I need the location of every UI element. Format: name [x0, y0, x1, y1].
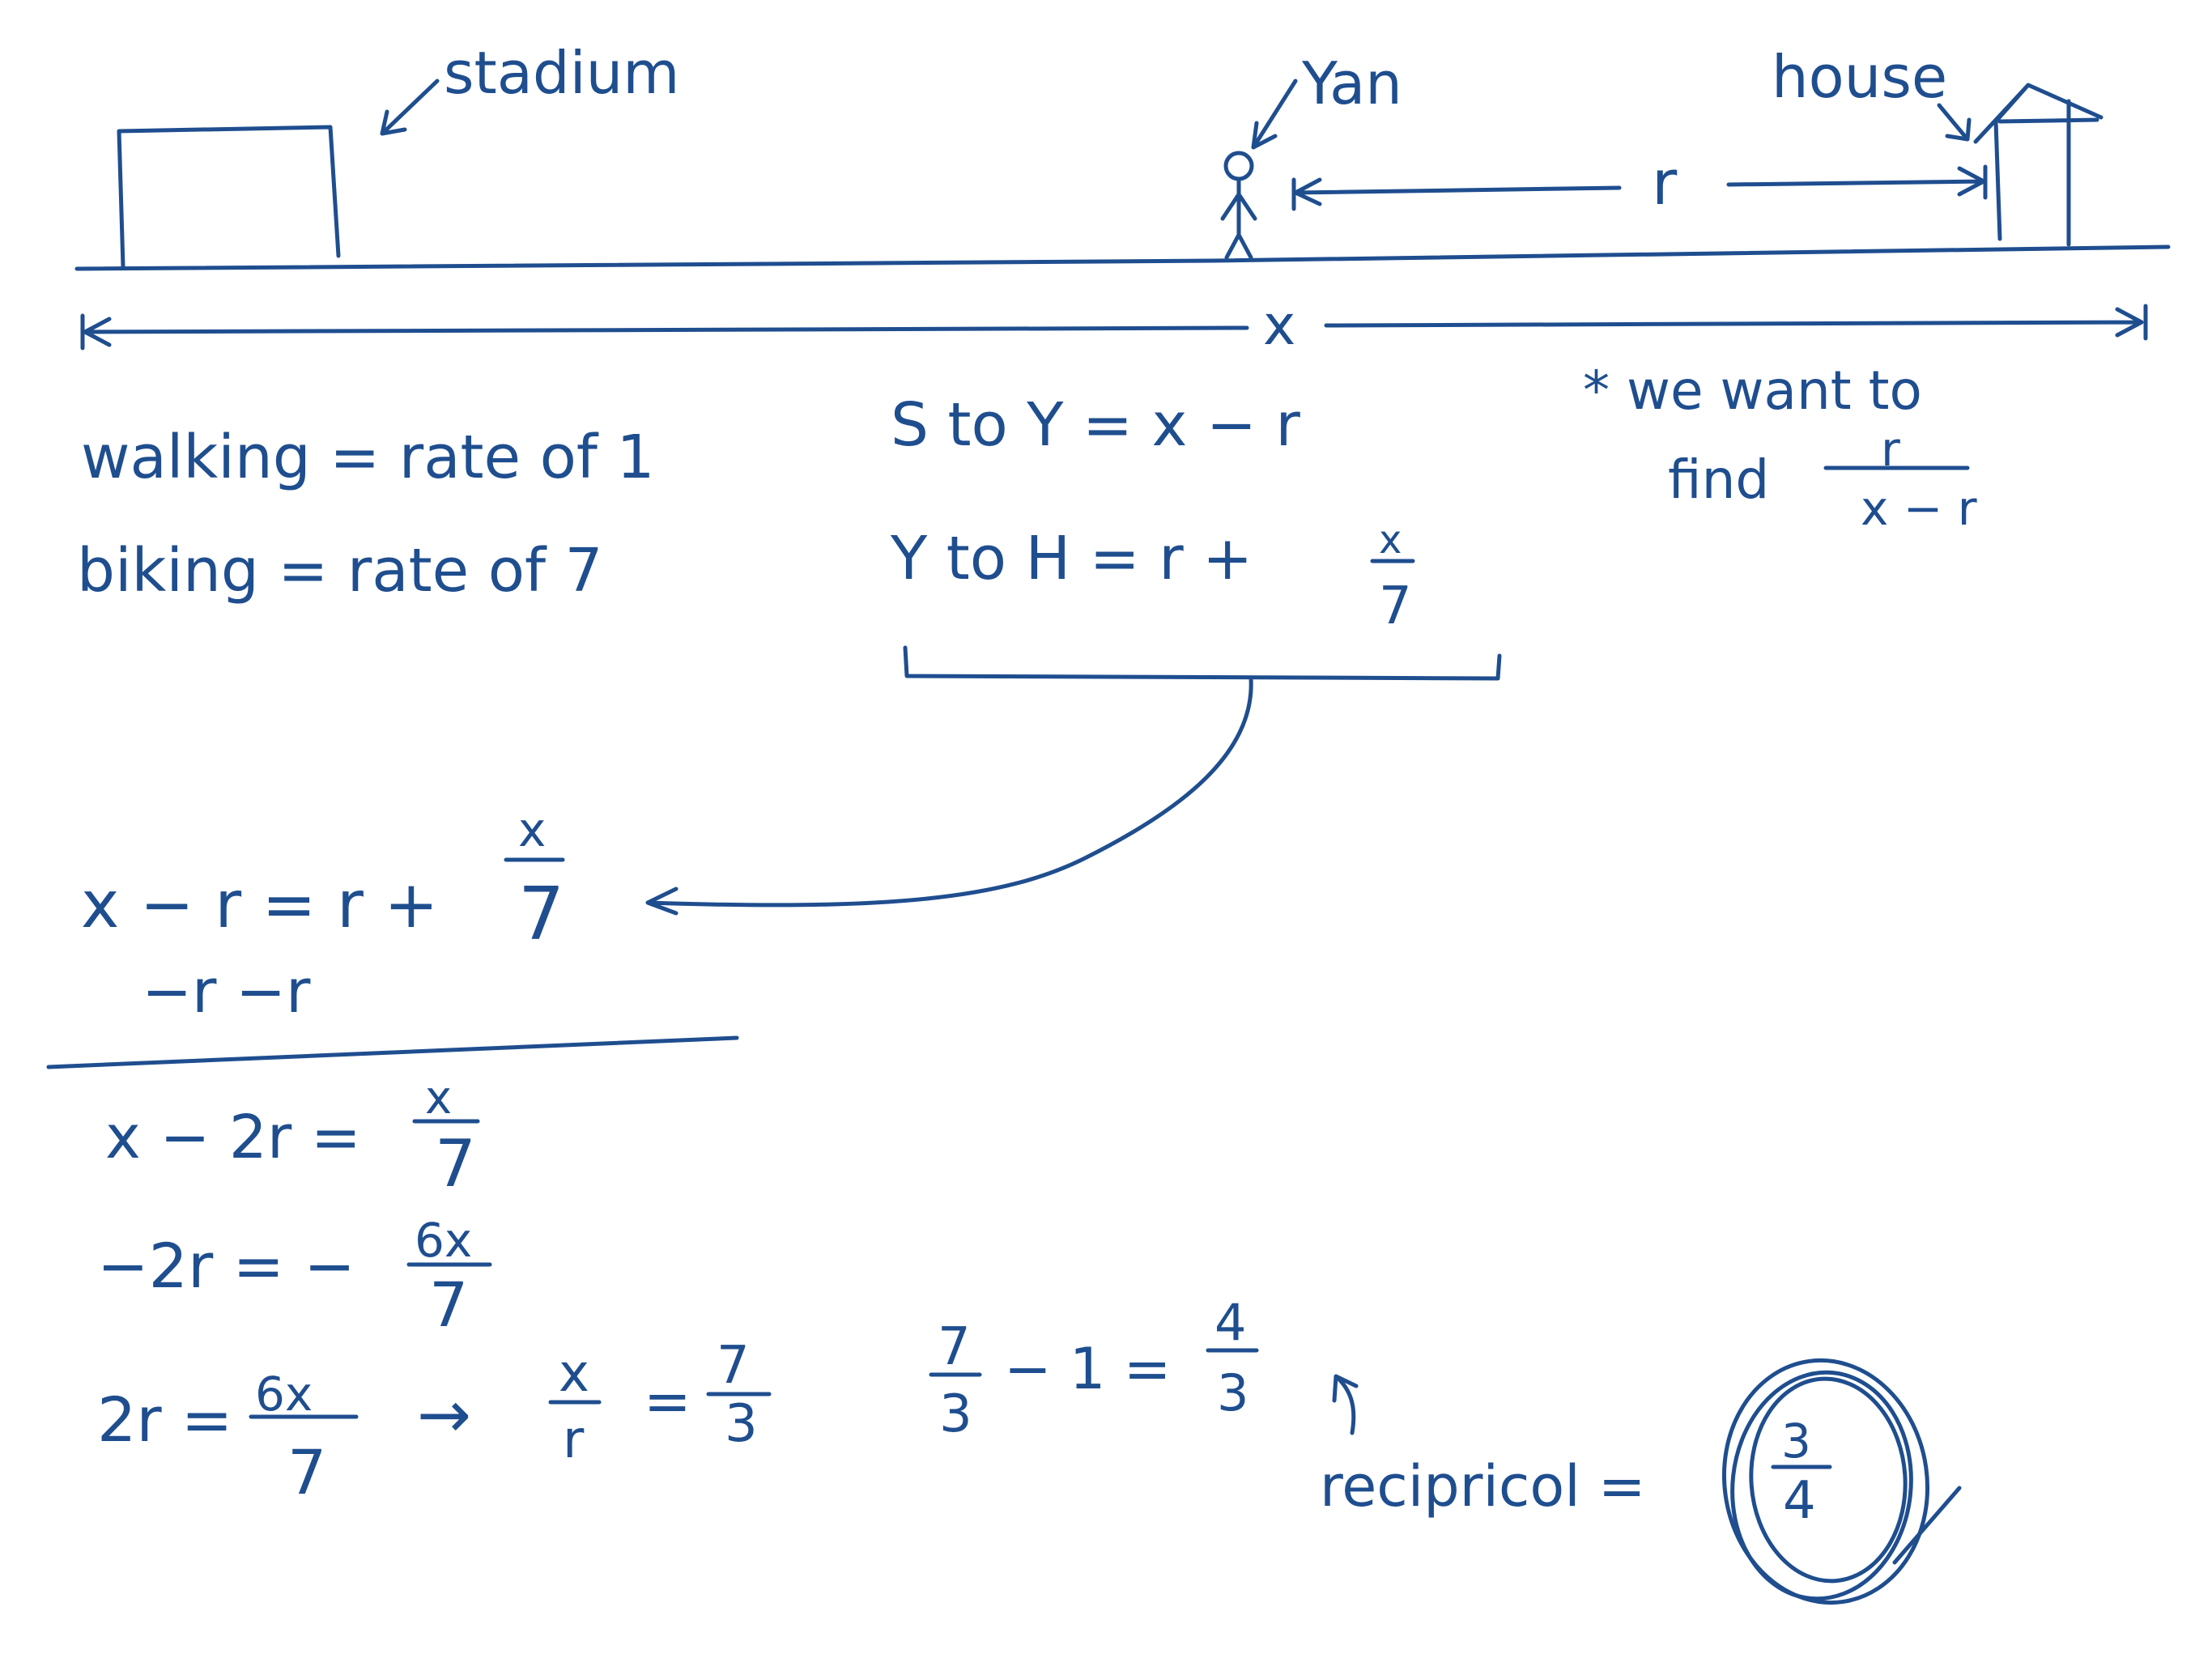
r-dimension-left [1291, 177, 1622, 211]
y-to-h-equation: Y to H = r + [890, 524, 1253, 593]
r-dimension-label: r [1652, 147, 1678, 219]
stadium-shape [117, 125, 341, 270]
sub-frac-num: 7 [938, 1317, 971, 1377]
ratio-num: x [559, 1344, 589, 1404]
sub-result-den: 3 [1217, 1363, 1249, 1422]
y-to-h-bracket [645, 645, 1502, 916]
goal-line-2: find [1668, 449, 1769, 511]
eq1-frac-num: x [518, 802, 546, 857]
stadium-arrow [380, 79, 440, 136]
sub-mid: − 1 = [1004, 1336, 1171, 1402]
house-shape [1973, 83, 2104, 247]
ground-line [74, 244, 2171, 271]
r-dimension-right [1726, 164, 1988, 200]
eq4-frac-den: 7 [287, 1436, 326, 1508]
answer-den: 4 [1783, 1471, 1816, 1531]
eq3-text: −2r = − [97, 1230, 355, 1302]
sub-frac-den: 3 [939, 1384, 972, 1444]
house-arrow [1937, 103, 1972, 142]
answer-circle [1721, 1358, 1962, 1605]
eq1-frac-den: 7 [518, 872, 564, 957]
reciprocal-label: recipricol = [1320, 1453, 1646, 1520]
yan-arrow [1251, 79, 1298, 150]
stadium-label: stadium [444, 39, 679, 107]
house-label: house [1772, 43, 1947, 111]
eq4-frac-num: 6x [255, 1367, 313, 1422]
eq3-frac-den: 7 [429, 1269, 468, 1341]
sub-result-num: 4 [1214, 1293, 1246, 1352]
ratio-value-num: 7 [717, 1336, 750, 1396]
eq4-text: 2r = [97, 1384, 232, 1456]
ratio-den: r [563, 1410, 585, 1470]
x-dimension-label: x [1263, 294, 1295, 358]
x-dimension-left [80, 313, 1249, 351]
s-to-y-equation: S to Y = x − r [891, 390, 1300, 460]
reciprocal-arrow [1332, 1374, 1359, 1435]
divider-line [46, 1035, 739, 1069]
ratio-value-den: 3 [725, 1394, 758, 1454]
eq1-text: x − r = r + [81, 867, 438, 942]
x-dimension-right [1324, 304, 2148, 341]
biking-rate: biking = rate of 7 [77, 536, 603, 606]
implies-arrow: → [417, 1377, 471, 1452]
eq2-text: x − 2r = [105, 1103, 361, 1172]
y-to-h-frac-den: 7 [1379, 576, 1412, 636]
eq2-frac-num: x [425, 1072, 452, 1124]
walking-rate: walking = rate of 1 [81, 423, 655, 492]
goal-frac-den: x − r [1861, 481, 1977, 536]
ratio-equals: = [644, 1368, 691, 1435]
subtract-step: −r −r [142, 957, 311, 1027]
yan-label: Yan [1301, 49, 1402, 117]
eq3-frac-num: 6x [415, 1213, 472, 1268]
eq2-frac-den: 7 [435, 1126, 476, 1201]
goal-line-1: * we want to [1583, 359, 1922, 422]
answer-num: 3 [1781, 1414, 1811, 1469]
yan-figure [1220, 151, 1257, 260]
y-to-h-frac-num: x [1379, 517, 1402, 563]
